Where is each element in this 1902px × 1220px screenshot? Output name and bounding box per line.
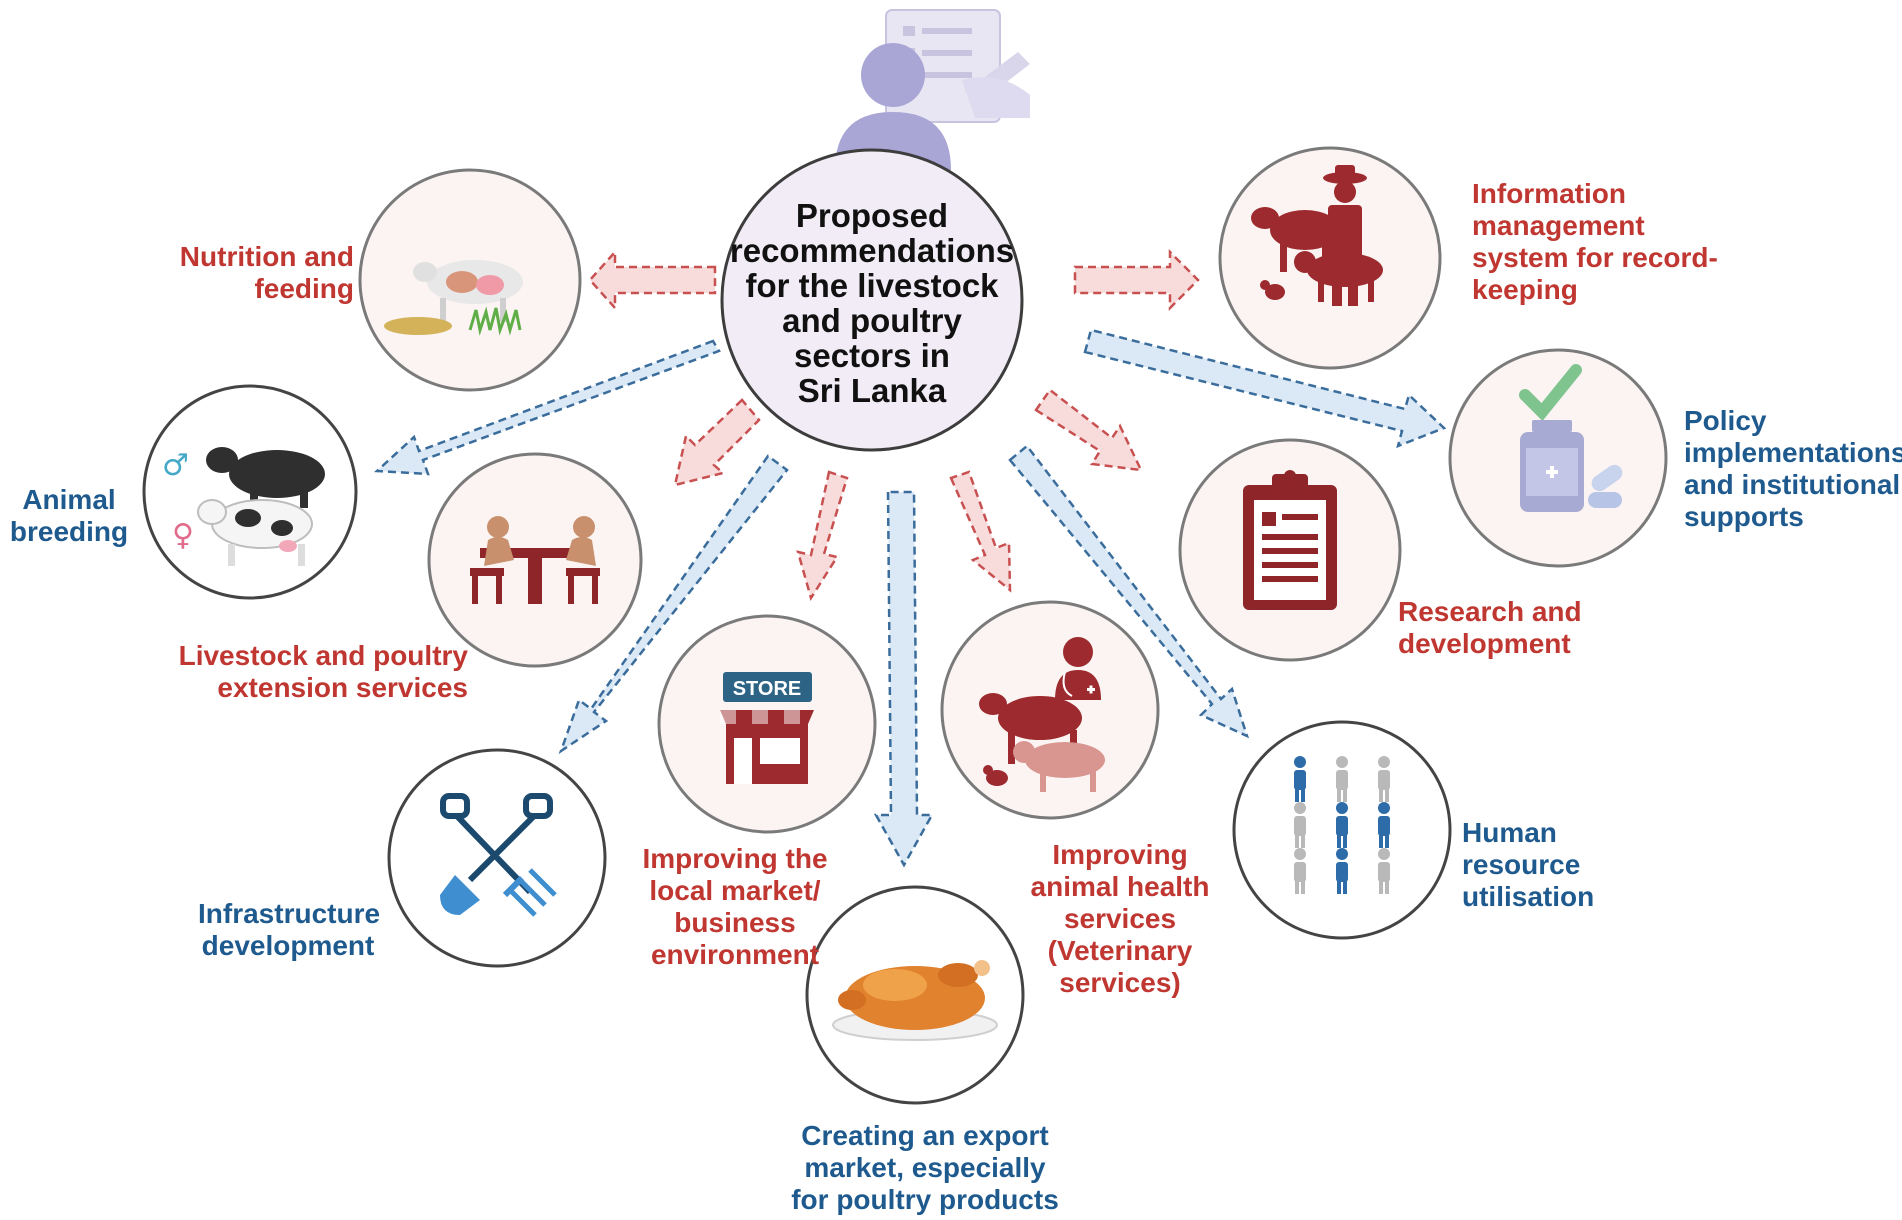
research-node [1178, 438, 1402, 662]
arrow-to-nutrition [588, 248, 717, 312]
arrow-to-animal-health [949, 470, 1012, 593]
meeting-table-icon [470, 516, 600, 604]
label-infrastructure-development: Infrastructure development [198, 898, 381, 961]
male-symbol-icon: ♂ [162, 448, 189, 483]
label-animal-breeding: Animal breeding [9, 484, 129, 547]
cow-feed-icon [384, 260, 523, 336]
arrow-to-local-market [796, 470, 849, 602]
medicine-bottle-icon [1519, 364, 1623, 512]
information-node [1218, 146, 1442, 370]
center-title: Proposed recommendations for the livesto… [729, 197, 1015, 409]
policy-node [1448, 348, 1668, 568]
animal-health-node [940, 600, 1160, 820]
local-market-node: STORE [657, 614, 877, 834]
export-node [805, 885, 1025, 1105]
roast-chicken-icon [832, 960, 998, 1041]
arrow-to-research [1034, 388, 1144, 472]
extension-node [427, 452, 643, 668]
clipboard-icon [1243, 470, 1337, 610]
veterinarian-icon [979, 637, 1105, 792]
label-human-resource: Human resource utilisation [1462, 817, 1595, 912]
label-extension-services: Livestock and poultry extension services [178, 640, 468, 703]
arrow-to-information [1073, 248, 1200, 312]
label-export-market: Creating an export market, especially fo… [791, 1120, 1059, 1215]
arrow-to-policy [1083, 328, 1447, 449]
nutrition-node [358, 168, 582, 392]
arrow-to-extension [673, 398, 761, 487]
label-research-and-development: Research and development [1398, 596, 1582, 659]
label-animal-health-services: Improving animal health services (Veteri… [1030, 839, 1210, 998]
label-local-market: Improving the local market/ business env… [642, 843, 828, 970]
arrow-to-animal-breeding [373, 339, 721, 476]
arrow-to-infrastructure [558, 454, 789, 755]
arrow-to-export [873, 490, 935, 868]
label-information-management: Information management system for record… [1472, 178, 1718, 305]
center-circle [720, 148, 1024, 452]
female-symbol-icon: ♀ [172, 518, 194, 553]
store-sign-text: STORE [733, 678, 802, 700]
arrow-to-human-resource [1008, 444, 1250, 739]
cattle-breeding-icon: ♂ ♀ [162, 447, 325, 566]
label-policy-implementations: Policy implementations and institutional… [1684, 405, 1902, 532]
label-nutrition-and-feeding: Nutrition and feeding [179, 241, 354, 304]
human-resource-node [1232, 720, 1452, 940]
farmer-livestock-icon [1251, 165, 1383, 306]
store-icon: STORE [720, 672, 814, 784]
infrastructure-node [387, 748, 607, 968]
shovel-fork-icon [440, 793, 557, 917]
people-group-icon [1294, 756, 1390, 894]
animal-breeding-node: ♂ ♀ [142, 384, 358, 600]
survey-person-icon [835, 9, 1030, 170]
